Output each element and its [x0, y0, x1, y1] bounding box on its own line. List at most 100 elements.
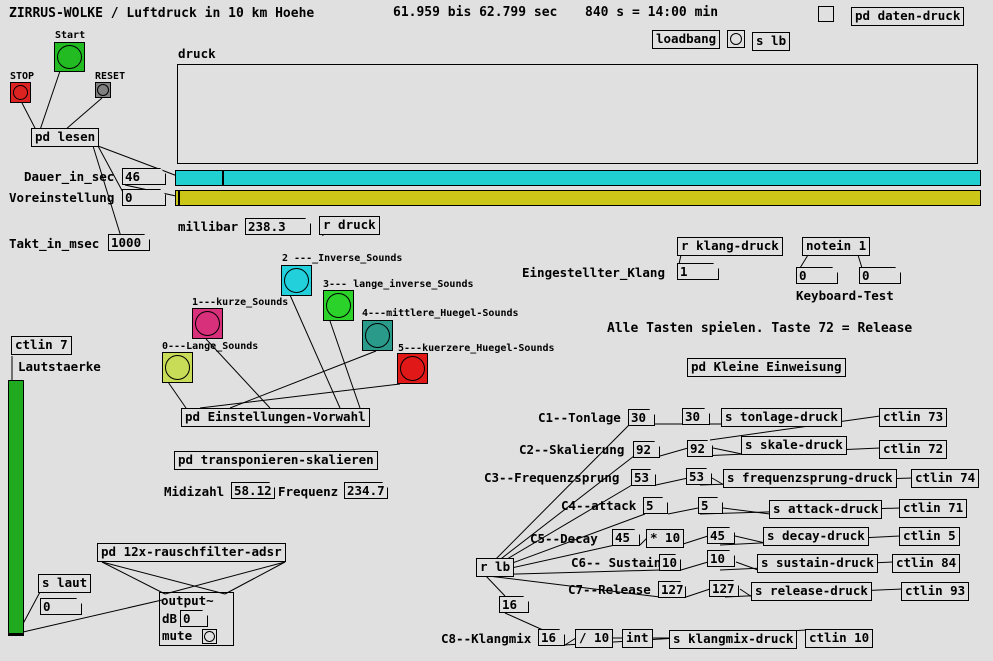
sound-2-label: 2 ---_Inverse_Sounds [282, 253, 403, 264]
millibar-label: millibar [178, 219, 239, 234]
ctlin-72[interactable]: ctlin 72 [879, 440, 948, 459]
c5-number-out[interactable]: 45 [707, 527, 735, 544]
c3-label: C3--Frequenzsprung [484, 470, 620, 485]
loadbang-bang[interactable] [727, 30, 745, 48]
ctlin-84[interactable]: ctlin 84 [892, 554, 961, 573]
c3-number-in[interactable]: 53 [631, 469, 656, 486]
sound-2-bang[interactable] [281, 265, 312, 296]
duration-text: 840 s = 14:00 min [585, 5, 719, 20]
stop-label: STOP [10, 71, 35, 82]
lb-number[interactable]: 16 [499, 596, 529, 613]
ctlin-73[interactable]: ctlin 73 [879, 408, 948, 427]
c4-label: C4--attack [561, 498, 637, 513]
voreinstellung-number[interactable]: 0 [122, 189, 166, 206]
keyboard-test-label: Keyboard-Test [796, 288, 894, 303]
pd-rauschfilter-adsr[interactable]: pd 12x-rauschfilter-adsr [97, 543, 286, 562]
eingestellter-klang-label: Eingestellter_Klang [522, 265, 665, 280]
laut-number[interactable]: 0 [40, 598, 82, 615]
sound-0-bang[interactable] [162, 352, 193, 383]
patch-title: ZIRRUS-WOLKE / Luftdruck in 10 km Hoehe [9, 6, 315, 21]
int-object[interactable]: int [622, 629, 653, 648]
send-frequenzsprung-druck[interactable]: s frequenzsprung-druck [723, 469, 897, 488]
sound-4-bang[interactable] [362, 320, 393, 351]
c4-number-in[interactable]: 5 [643, 497, 668, 514]
c7-number-in[interactable]: 127 [658, 581, 686, 598]
sound-3-bang[interactable] [323, 290, 354, 321]
sound-5-bang[interactable] [397, 353, 428, 384]
c5-label: C5--Decay [530, 531, 598, 546]
millibar-number[interactable]: 238.3 [245, 218, 311, 235]
reset-label: RESET [95, 71, 126, 82]
c2-number-out[interactable]: 92 [687, 440, 713, 457]
voreinstellung-label: Voreinstellung [9, 190, 115, 205]
receive-lb[interactable]: r lb [476, 558, 515, 577]
ctlin-10[interactable]: ctlin 10 [805, 629, 874, 648]
ctlin-7[interactable]: ctlin 7 [11, 336, 72, 355]
db-number[interactable]: 0 [180, 610, 208, 627]
c7-number-out[interactable]: 127 [709, 580, 739, 597]
receive-klang-druck[interactable]: r klang-druck [677, 237, 783, 256]
dauer-number[interactable]: 46 [122, 168, 166, 185]
c5-number-in[interactable]: 45 [612, 529, 640, 546]
lautstaerke-slider[interactable] [8, 380, 24, 636]
note-velocity-number[interactable]: 0 [859, 267, 901, 284]
frequenz-number[interactable]: 234.7 [344, 482, 388, 499]
c1-number-out[interactable]: 30 [682, 408, 710, 425]
send-lb[interactable]: s lb [752, 32, 791, 51]
pd-lesen[interactable]: pd lesen [31, 128, 100, 147]
notein-object[interactable]: notein 1 [802, 237, 871, 256]
c3-number-out[interactable]: 53 [686, 468, 712, 485]
c6-number-out[interactable]: 10 [707, 550, 735, 567]
note-pitch-number[interactable]: 0 [796, 267, 838, 284]
pd-kleine-einweisung[interactable]: pd Kleine Einweisung [687, 358, 846, 377]
yellow-slider[interactable] [175, 190, 981, 206]
c1-number-in[interactable]: 30 [628, 409, 655, 426]
divide-10[interactable]: / 10 [575, 629, 614, 648]
c2-label: C2--Skalierung [519, 442, 625, 457]
lautstaerke-label: Lautstaerke [18, 359, 101, 374]
send-skale-druck[interactable]: s skale-druck [741, 436, 847, 455]
multiply-10[interactable]: * 10 [646, 529, 685, 548]
pd-daten-druck[interactable]: pd daten-druck [851, 7, 965, 26]
sound-1-label: 1---kurze_Sounds [192, 297, 289, 308]
send-sustain-druck[interactable]: s sustain-druck [757, 554, 878, 573]
takt-number[interactable]: 1000 [108, 234, 150, 251]
daten-toggle[interactable] [818, 6, 834, 22]
stop-bang[interactable] [10, 82, 31, 103]
loadbang-object[interactable]: loadbang [652, 30, 721, 49]
c6-number-in[interactable]: 10 [659, 554, 681, 571]
send-laut[interactable]: s laut [38, 574, 92, 593]
sound-5-label: 5---kuerzere_Huegel-Sounds [398, 343, 555, 354]
dauer-label: Dauer_in_sec [24, 169, 115, 184]
ctlin-71[interactable]: ctlin 71 [899, 499, 968, 518]
send-klangmix-druck[interactable]: s klangmix-druck [669, 630, 798, 649]
sound-3-label: 3--- lange_inverse_Sounds [323, 279, 474, 290]
sound-1-bang[interactable] [192, 308, 223, 339]
c8-number-in[interactable]: 16 [538, 629, 565, 646]
midizahl-label: Midizahl [164, 484, 225, 499]
druck-array[interactable] [177, 64, 978, 164]
frequenz-label: Frequenz [278, 484, 339, 499]
time-range: 61.959 bis 62.799 sec [393, 5, 558, 20]
midizahl-number[interactable]: 58.12 [231, 482, 275, 499]
cyan-slider[interactable] [175, 170, 981, 186]
info-text: Alle Tasten spielen. Taste 72 = Release [607, 321, 913, 336]
c4-number-out[interactable]: 5 [698, 497, 723, 514]
send-attack-druck[interactable]: s attack-druck [769, 500, 883, 519]
output-abstraction: output~ dB 0 mute [159, 592, 234, 646]
ctlin-93[interactable]: ctlin 93 [901, 582, 970, 601]
start-bang[interactable] [54, 42, 85, 72]
receive-druck[interactable]: r druck [319, 216, 380, 235]
send-decay-druck[interactable]: s decay-druck [763, 527, 869, 546]
eingestellter-klang-number[interactable]: 1 [677, 263, 719, 280]
mute-toggle[interactable] [202, 629, 217, 644]
ctlin-74[interactable]: ctlin 74 [911, 469, 980, 488]
reset-bang[interactable] [95, 82, 111, 98]
pd-einstellungen-vorwahl[interactable]: pd Einstellungen-Vorwahl [181, 408, 370, 427]
sound-0-label: 0---Lange_Sounds [162, 341, 259, 352]
pd-transponieren-skalieren[interactable]: pd transponieren-skalieren [174, 451, 378, 470]
send-tonlage-druck[interactable]: s tonlage-druck [721, 408, 842, 427]
ctlin-5[interactable]: ctlin 5 [899, 527, 960, 546]
send-release-druck[interactable]: s release-druck [751, 582, 872, 601]
c2-number-in[interactable]: 92 [633, 441, 660, 458]
